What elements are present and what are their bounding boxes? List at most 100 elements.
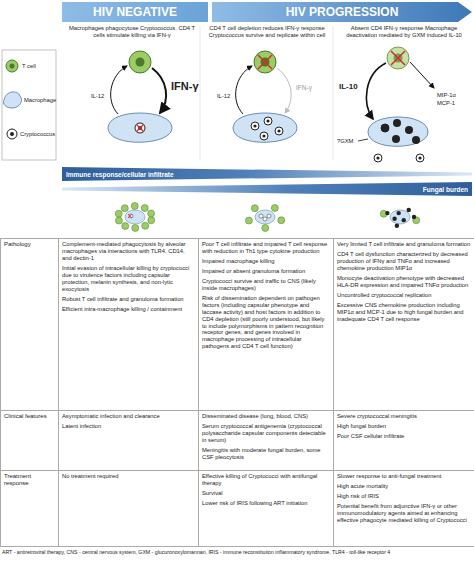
table-cell-text: Meningitis with moderate fungal burden, … [202,447,330,461]
table-cell-text: No treatment required [62,473,195,480]
table-cell: Slower response to anti-fungal treatment… [334,471,474,547]
table-cell-text: Effective killing of Cryptococci with an… [202,473,330,487]
cell-shape [392,217,396,221]
cell-shape [148,217,155,224]
table-cell-text: Complement-mediated phagocytosis by alve… [62,241,195,262]
cell-shape [262,224,269,231]
table-cell-text: Severe cryptococcal meningitis [337,413,471,420]
cell-shape [395,224,399,228]
row-header: Pathology [4,241,55,248]
table-cell-text: High acute mortality [337,483,471,490]
cell-shape [259,214,263,218]
table-cell-text: Uncontrolled cryptococcal replication [337,292,471,299]
cell-shape [385,211,389,215]
granuloma-illustration [115,203,419,232]
cytokine-label: IL-12 [91,93,104,100]
table-cell-text: Asymptomatic infection and clearance [62,413,195,420]
abbreviation-footnote: ART - antiretroviral therapy, CNS - cent… [2,549,472,555]
row-header-cell: Treatment response [1,471,59,547]
cytokine-label: MCP-1 [437,100,455,107]
table-cell: Asymptomatic infection and clearanceLate… [59,411,199,471]
table-cell-text: Disseminated disease (lung, blood, CNS) [202,413,330,420]
band-label: Fungal burden [423,186,468,193]
cell-shape [132,224,139,231]
table-cell-text: Monocyte deactivation phenotype with dec… [337,275,471,289]
table-cell-text: Poor T cell infiltrate and impaired T ce… [202,241,330,255]
cell-shape [125,210,145,224]
gradient-band: Immune response/cellular infiltrate [62,167,472,181]
cell-shape [263,217,267,221]
cell-shape [402,218,406,222]
table-cell-text: Very limited T cell infiltrate and granu… [337,241,471,248]
table-cell: Disseminated disease (lung, blood, CNS) S… [199,411,334,471]
cell-shape [390,210,410,224]
table-cell-text: Robust T cell infiltrate and granuloma f… [62,296,195,303]
summary-table: Pathology Complement-mediated phagocytosi… [0,238,474,547]
row-header: Clinical features [4,413,55,420]
band-label: HIV PROGRESSION [286,5,399,19]
table-cell-text: Slower response to anti-fungal treatment [337,473,471,480]
table-cell: Poor T cell infiltrate and impaired T ce… [199,239,334,411]
cell-shape [122,222,129,229]
header-band: HIV PROGRESSION [212,2,472,22]
cell-shape [245,217,252,224]
table-cell-text: Potential benefit from adjunctive IFN-γ … [337,503,471,524]
cell-shape [115,217,122,224]
table-cell: Very limited T cell infiltrate and granu… [334,239,474,411]
cell-shape [267,214,271,218]
band-label: HIV NEGATIVE [93,5,177,19]
gradient-band: Fungal burden [62,182,472,196]
panel-caption: CD4 T cell depletion reduces IFN-γ respo… [204,25,330,39]
cell-shape [407,208,411,212]
row-header: Treatment response [4,473,55,487]
table-cell-text: Latent infection [62,423,195,430]
cell-shape [148,210,155,217]
table-cell: Severe cryptococcal meningitisHigh funga… [334,411,474,471]
cytokine-label: MIP-1α [437,92,456,99]
table-cell-text: Initial evasion of intracellular killing… [62,265,195,293]
cytokine-label: ?GXM [337,138,353,145]
cell-shape [412,215,416,219]
table-row: Clinical features Asymptomatic infection … [1,411,474,471]
cytokine-label: IL-10 [339,82,358,92]
legend-frame [2,50,56,160]
table-cell-text: Serum cryptococcal antigenemia (cryptoco… [202,423,330,444]
row-header-cell: Clinical features [1,411,59,471]
table-cell: No treatment required [59,471,199,547]
cell-shape [131,203,138,210]
legend-label: Macrophage [24,97,56,104]
cell-shape [129,214,133,218]
legend-cryptococcus-symbol [7,129,17,139]
table-cell: Effective killing of Cryptococci with an… [199,471,334,547]
table-cell-text: Cryptococci survive and traffic to CNS (… [202,278,330,292]
cell-shape [141,205,148,212]
cell-shape [271,205,278,212]
cytokine-label: IL-12 [217,93,230,100]
cell-shape [128,214,132,218]
band-label: Immune response/cellular infiltrate [66,171,174,178]
cell-shape [115,210,122,217]
panel-1-cells [108,26,200,160]
legend-label: Cryptococcus [20,131,55,138]
table-body: Pathology Complement-mediated phagocytosi… [1,239,474,547]
row-header-cell: Pathology [1,239,59,411]
table-cell: Complement-mediated phagocytosis by alve… [59,239,199,411]
panel-caption: Absent CD4 IFN-γ response Macrophage dea… [337,25,471,39]
table-cell-text: Poor CSF cellular infiltrate [337,433,471,440]
table-cell-text: High risk of IRIS [337,493,471,500]
cytokine-label: IFN-γ [296,84,312,92]
table-cell-text: CD4 T cell dysfunction characterized by … [337,251,471,272]
cell-shape [251,205,258,212]
legend-macrophage-symbol [3,92,21,108]
cytokine-label: IFN-γ [171,80,199,93]
cell-shape [278,217,285,224]
table-cell-text: Excessive CNS chemokine production inclu… [337,302,471,323]
cell-shape [255,210,275,224]
table-cell-text: High fungal burden [337,423,471,430]
table-cell-text: Impaired macrophage killing [202,258,330,265]
header-band: HIV NEGATIVE [62,2,208,22]
panel-caption: Macrophages phagocytose Cryptococcus. CD… [66,25,198,39]
table-cell-text: Lower risk of IRIS following ART initiat… [202,500,330,507]
panel-3-cells [358,47,434,162]
